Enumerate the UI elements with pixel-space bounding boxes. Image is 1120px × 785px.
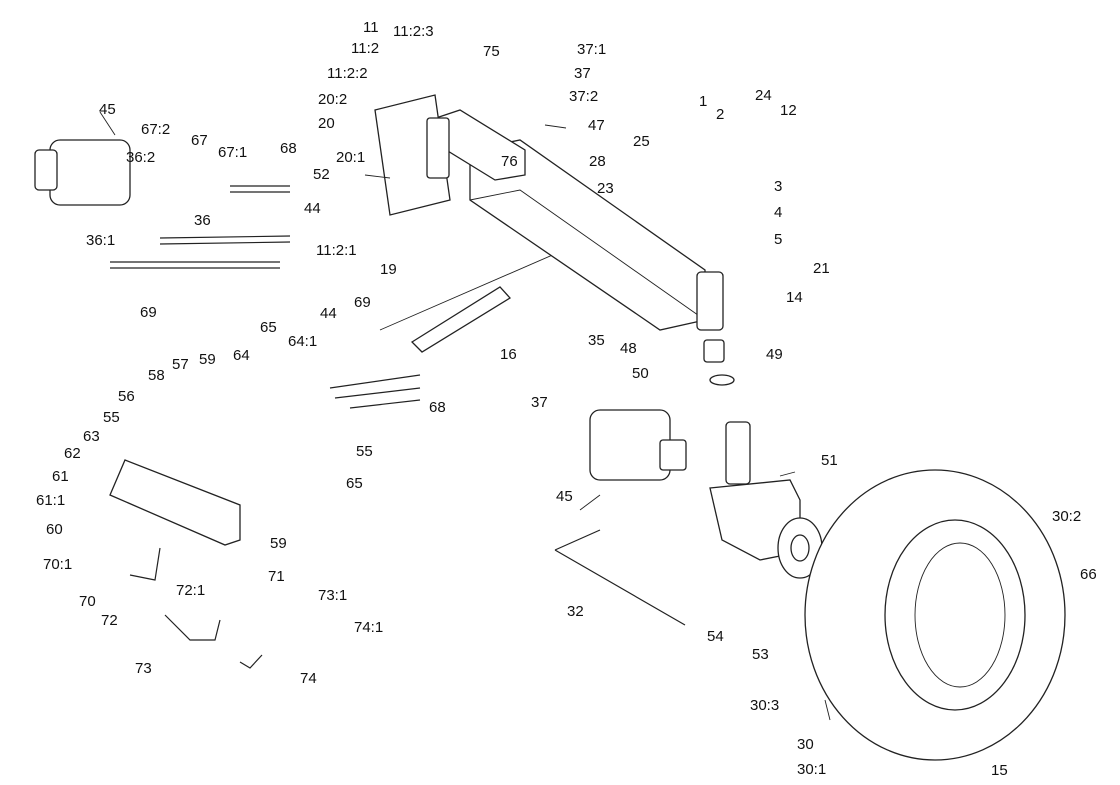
label-36-1: 36:1 [86,232,116,249]
label-49: 49 [766,346,783,363]
label-50: 50 [632,365,649,382]
label-32: 32 [567,603,584,620]
label-20-1: 20:1 [336,149,366,166]
label-44-top: 44 [304,200,321,217]
label-73-1: 73:1 [318,587,348,604]
label-67-2: 67:2 [141,121,171,138]
label-30-2: 30:2 [1052,508,1082,525]
label-59-bottom: 59 [270,535,287,552]
pivot-post [426,117,450,179]
label-74: 74 [300,670,317,687]
label-64: 64 [233,347,250,364]
label-28: 28 [589,153,606,170]
label-21: 21 [813,260,830,277]
label-55-left: 55 [103,409,120,426]
label-69-mid: 69 [354,294,371,311]
fitting-73 [164,614,221,641]
hose-44-top [159,235,291,239]
label-70: 70 [79,593,96,610]
label-54: 54 [707,628,724,645]
kit-bracket-32 [554,529,686,626]
steering-cylinder [410,286,512,353]
mounting-bracket [109,459,241,546]
label-25: 25 [633,133,650,150]
label-62: 62 [64,445,81,462]
label-72-1: 72:1 [176,582,206,599]
label-70-1: 70:1 [43,556,73,573]
label-20-2: 20:2 [318,91,348,108]
label-12: 12 [780,102,797,119]
label-53: 53 [752,646,769,663]
kingpin-sleeve [696,271,724,331]
label-37: 37 [574,65,591,82]
label-16: 16 [500,346,517,363]
label-11-2-1: 11:2:1 [316,242,357,259]
label-56: 56 [118,388,135,405]
label-11-2: 11:2 [351,40,380,57]
label-35: 35 [588,332,605,349]
label-11-2-3: 11:2:3 [393,23,434,40]
label-72: 72 [101,612,118,629]
hose-bundle [329,374,421,389]
label-36: 36 [194,212,211,229]
label-24: 24 [755,87,772,104]
label-37-center: 37 [531,394,548,411]
label-69-top: 69 [140,304,157,321]
label-51: 51 [821,452,838,469]
label-20: 20 [318,115,335,132]
label-65-bottom: 65 [346,475,363,492]
label-30: 30 [797,736,814,753]
label-71: 71 [268,568,285,585]
hydraulic-motor-center [589,409,671,481]
label-3: 3 [774,178,783,195]
label-45-top: 45 [99,101,116,118]
label-48: 48 [620,340,637,357]
label-4: 4 [774,204,783,221]
label-52: 52 [313,166,330,183]
label-55-right: 55 [356,443,373,460]
label-30-3: 30:3 [750,697,780,714]
label-30-1: 30:1 [797,761,827,778]
label-75: 75 [483,43,500,60]
label-47: 47 [588,117,605,134]
label-45-center: 45 [556,488,573,505]
label-19: 19 [380,261,397,278]
label-68-top: 68 [280,140,297,157]
label-76: 76 [501,153,518,170]
label-60: 60 [46,521,63,538]
label-5: 5 [774,231,783,248]
label-1: 1 [699,93,708,110]
label-59-top: 59 [199,351,216,368]
label-15: 15 [991,762,1008,779]
label-67-1: 67:1 [218,144,248,161]
label-74-1: 74:1 [354,619,384,636]
label-64-1: 64:1 [288,333,318,350]
hydraulic-motor-top [49,139,131,206]
label-61-1: 61:1 [36,492,66,509]
label-58: 58 [148,367,165,384]
label-37-2: 37:2 [569,88,599,105]
label-23: 23 [597,180,614,197]
label-73: 73 [135,660,152,677]
fitting-72 [129,547,161,581]
spindle-shaft [725,421,751,485]
label-11-2-2: 11:2:2 [327,65,368,82]
fitting-74 [239,654,263,669]
label-2: 2 [716,106,725,123]
label-68-mid: 68 [429,399,446,416]
label-65-top: 65 [260,319,277,336]
label-61: 61 [52,468,69,485]
label-57: 57 [172,356,189,373]
label-37-1: 37:1 [577,41,607,58]
label-67: 67 [191,132,208,149]
label-36-2: 36:2 [126,149,156,166]
label-63: 63 [83,428,100,445]
label-14: 14 [786,289,803,306]
label-44-mid: 44 [320,305,337,322]
label-66: 66 [1080,566,1097,583]
label-11: 11 [363,19,379,36]
